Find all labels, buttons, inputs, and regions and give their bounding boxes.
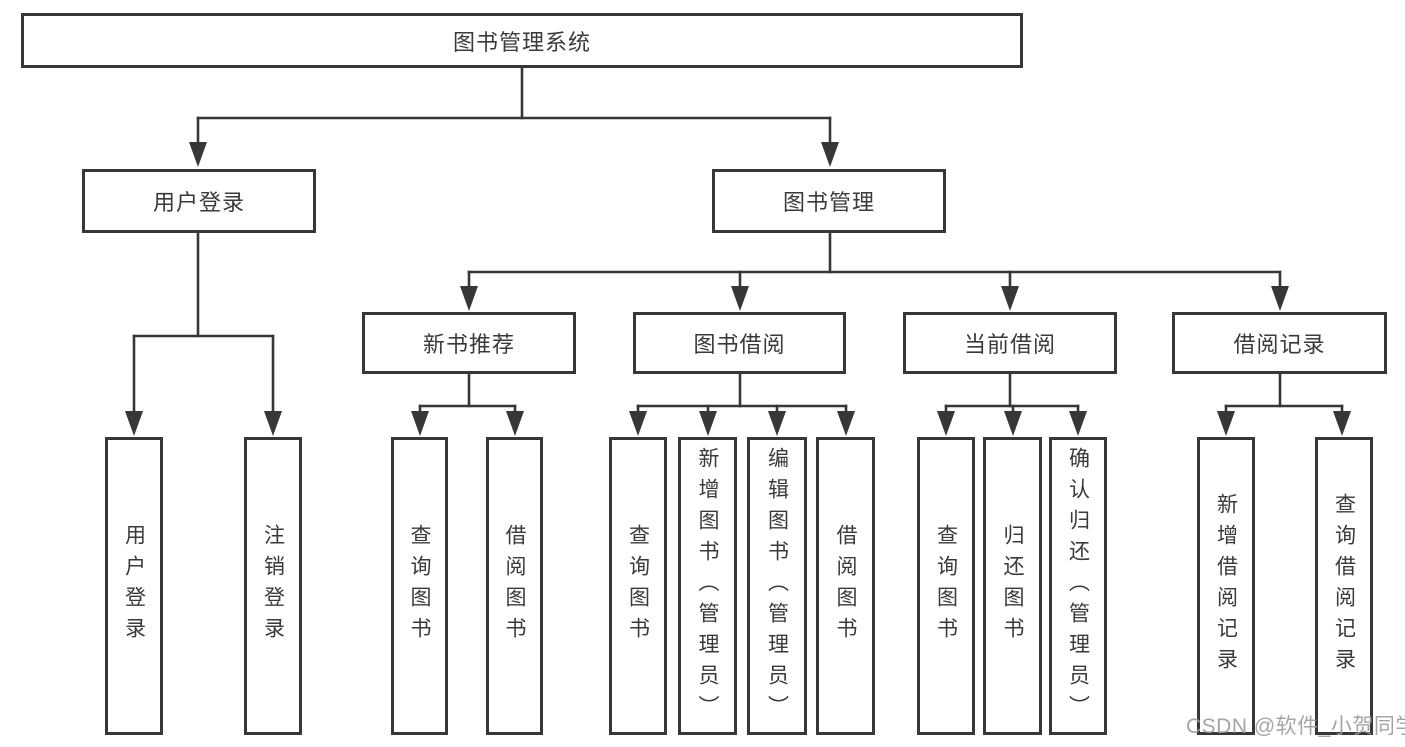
- leaf-br-add-record: 新增借阅记录: [1197, 437, 1255, 735]
- leaf-bb-add-books-admin: 新增图书（管理员）: [678, 437, 737, 735]
- node-new-book-recommend-label: 新书推荐: [422, 332, 515, 357]
- node-borrowing-records-label: 借阅记录: [1233, 332, 1326, 357]
- leaf-logout: 注销登录: [244, 437, 302, 735]
- leaf-user-login-label: 用户登录: [122, 524, 146, 648]
- node-new-book-recommend: 新书推荐: [362, 312, 576, 374]
- node-book-borrowing-label: 图书借阅: [693, 332, 786, 357]
- leaf-cb-query-books-label: 查询图书: [934, 524, 958, 648]
- leaf-user-login: 用户登录: [105, 437, 163, 735]
- leaf-cb-query-books: 查询图书: [917, 437, 975, 735]
- leaf-nb-borrow-books-label: 借阅图书: [503, 524, 526, 648]
- leaf-bb-query-books-label: 查询图书: [626, 524, 650, 648]
- leaf-logout-label: 注销登录: [261, 524, 285, 648]
- leaf-br-query-record: 查询借阅记录: [1315, 437, 1373, 735]
- node-book-borrowing: 图书借阅: [633, 312, 846, 374]
- leaf-bb-borrow-books-label: 借阅图书: [834, 524, 857, 648]
- leaf-nb-query-books: 查询图书: [391, 437, 448, 735]
- leaf-nb-query-books-label: 查询图书: [408, 524, 431, 648]
- node-root: 图书管理系统: [21, 13, 1023, 68]
- node-book-management-branch: 图书管理: [712, 169, 946, 233]
- leaf-cb-return-books: 归还图书: [983, 437, 1042, 735]
- leaf-cb-confirm-return-admin: 确认归还（管理员）: [1049, 437, 1107, 735]
- leaf-bb-query-books: 查询图书: [609, 437, 667, 735]
- node-borrowing-records: 借阅记录: [1172, 312, 1387, 374]
- leaf-bb-edit-books-admin: 编辑图书（管理员）: [747, 437, 807, 735]
- node-current-borrowing: 当前借阅: [903, 312, 1117, 374]
- leaf-cb-confirm-return-admin-label: 确认归还（管理员）: [1066, 446, 1090, 726]
- leaf-bb-borrow-books: 借阅图书: [816, 437, 875, 735]
- leaf-bb-add-books-admin-label: 新增图书（管理员）: [696, 446, 719, 726]
- leaf-br-query-record-label: 查询借阅记录: [1332, 493, 1356, 679]
- leaf-nb-borrow-books: 借阅图书: [486, 437, 543, 735]
- node-current-borrowing-label: 当前借阅: [963, 332, 1056, 357]
- leaf-bb-edit-books-admin-label: 编辑图书（管理员）: [765, 446, 789, 726]
- csdn-watermark: CSDN @软件_小贺同学: [1186, 715, 1405, 738]
- node-root-label: 图书管理系统: [452, 29, 591, 55]
- leaf-cb-return-books-label: 归还图书: [1001, 524, 1024, 648]
- node-user-login-branch: 用户登录: [82, 169, 316, 233]
- node-user-login-branch-label: 用户登录: [152, 190, 245, 215]
- leaf-br-add-record-label: 新增借阅记录: [1214, 493, 1238, 679]
- node-book-management-branch-label: 图书管理: [782, 190, 875, 215]
